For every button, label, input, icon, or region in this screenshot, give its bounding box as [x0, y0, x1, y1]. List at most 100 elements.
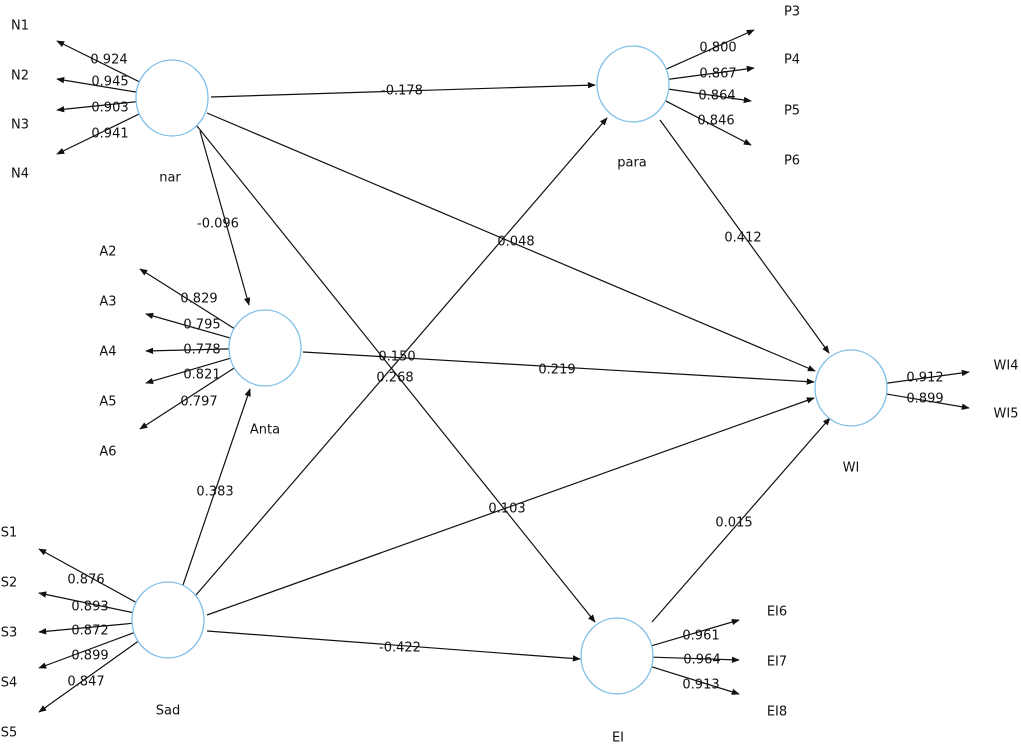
indicator-label-ei8: EI8 [767, 705, 787, 720]
loading-value-a5: 0.821 [183, 368, 220, 383]
loading-value-p5: 0.864 [698, 89, 735, 104]
loading-arrow-a6 [139, 367, 236, 430]
path-arrow-sad-to-wi [206, 397, 815, 616]
indicator-label-p3: P3 [784, 5, 800, 20]
loading-value-wi5: 0.899 [906, 392, 943, 407]
path-arrow-anta-to-wi [302, 351, 815, 385]
path-coefficient-ei-to-wi: 0.015 [715, 516, 752, 531]
loading-value-ei8: 0.913 [682, 678, 719, 693]
path-arrow-sad-to-ei [206, 630, 581, 662]
loading-arrow-s3 [38, 622, 133, 635]
latent-label-anta: Anta [250, 423, 280, 438]
loading-arrow-p5 [668, 88, 752, 104]
loading-value-n4: 0.941 [91, 127, 128, 142]
loading-arrow-n3 [56, 101, 137, 113]
path-arrow-ei-to-wi [651, 417, 831, 623]
latent-circle-ei [580, 617, 654, 695]
path-coefficient-nar-to-wi: 0.048 [497, 235, 534, 250]
path-arrow-sad-to-para [195, 117, 608, 596]
loading-arrow-wi4 [886, 369, 970, 384]
indicator-label-n4: N4 [11, 167, 29, 182]
loading-arrow-ei8 [651, 666, 740, 695]
path-coefficient-sad-to-para: 0.150 [378, 350, 415, 365]
loading-value-a2: 0.829 [180, 292, 217, 307]
loading-arrow-p6 [664, 99, 752, 146]
loading-arrow-s4 [38, 631, 135, 669]
path-coefficient-nar-to-para: -0.178 [381, 84, 423, 99]
loading-value-s5: 0.847 [67, 675, 104, 690]
indicator-label-s4: S4 [1, 676, 18, 691]
latent-circle-wi [814, 349, 888, 427]
indicator-label-n2: N2 [11, 69, 29, 84]
path-arrow-nar-to-ei [196, 125, 596, 623]
loading-value-s3: 0.872 [71, 624, 108, 639]
indicator-label-n3: N3 [11, 118, 29, 133]
loading-value-p3: 0.800 [699, 41, 736, 56]
loading-value-a6: 0.797 [180, 395, 217, 410]
loading-arrow-a4 [145, 347, 230, 355]
loading-value-n3: 0.903 [91, 101, 128, 116]
loading-value-p4: 0.867 [699, 67, 736, 82]
loading-value-n1: 0.924 [90, 53, 127, 68]
indicator-label-s5: S5 [1, 726, 18, 741]
path-coefficient-sad-to-wi: 0.103 [488, 502, 525, 517]
loading-arrow-s1 [38, 548, 137, 604]
latent-circle-nar [135, 59, 209, 137]
latent-circle-anta [228, 309, 302, 387]
path-arrow-nar-to-para [210, 82, 596, 98]
indicator-label-ei6: EI6 [767, 605, 787, 620]
latent-label-sad: Sad [156, 704, 180, 719]
path-arrow-para-to-wi [659, 119, 830, 354]
path-coefficient-para-to-wi: 0.412 [724, 231, 761, 246]
loading-value-wi4: 0.912 [906, 371, 943, 386]
indicator-label-a2: A2 [99, 245, 116, 260]
path-arrow-nar-to-anta [199, 130, 251, 306]
loading-value-ei6: 0.961 [682, 629, 719, 644]
loading-value-ei7: 0.964 [683, 653, 720, 668]
indicator-label-p6: P6 [784, 154, 800, 169]
loading-value-a4: 0.778 [183, 343, 220, 358]
indicator-label-a5: A5 [99, 395, 116, 410]
loading-arrow-n2 [56, 77, 137, 93]
indicator-label-a3: A3 [99, 295, 116, 310]
indicator-label-n1: N1 [11, 19, 29, 34]
indicator-label-s2: S2 [1, 576, 18, 591]
path-coefficient-nar-to-ei: 0.268 [376, 371, 413, 386]
loading-value-n2: 0.945 [91, 75, 128, 90]
loading-arrow-a2 [139, 268, 235, 330]
latent-label-wi: WI [843, 461, 860, 476]
latent-label-ei: EI [612, 731, 624, 745]
latent-label-nar: nar [159, 171, 181, 186]
path-arrow-sad-to-anta [182, 388, 251, 586]
loading-value-s1: 0.876 [67, 573, 104, 588]
loading-arrow-ei6 [651, 618, 740, 647]
indicator-label-p5: P5 [784, 104, 800, 119]
indicator-label-ei7: EI7 [767, 655, 787, 670]
loading-value-s4: 0.899 [71, 649, 108, 664]
loading-arrow-p4 [668, 65, 755, 80]
loading-arrow-s2 [38, 591, 133, 614]
path-arrow-nar-to-wi [206, 112, 816, 372]
path-coefficient-sad-to-anta: 0.383 [196, 485, 233, 500]
loading-arrow-ei7 [652, 656, 740, 663]
loading-arrow-n1 [56, 40, 141, 83]
structural-paths: -0.178 -0.096 0.048 0.268 0.219 0.412 0.383 0.1… [182, 82, 831, 662]
indicator-label-wi4: WI4 [994, 359, 1019, 374]
path-coefficient-nar-to-anta: -0.096 [197, 217, 239, 232]
loading-arrow-a5 [145, 357, 231, 385]
indicator-label-s3: S3 [1, 626, 18, 641]
indicator-label-s1: S1 [1, 526, 18, 541]
loading-arrow-s5 [38, 640, 140, 713]
path-coefficient-anta-to-wi: 0.219 [538, 363, 575, 378]
indicator-label-p4: P4 [784, 53, 800, 68]
loading-value-s2: 0.893 [71, 600, 108, 615]
loading-value-p6: 0.846 [697, 114, 734, 129]
indicator-label-a6: A6 [99, 445, 116, 460]
loading-arrow-n4 [56, 113, 140, 155]
latent-circle-para [596, 45, 670, 123]
path-coefficient-sad-to-ei: -0.422 [379, 641, 421, 656]
indicator-label-a4: A4 [99, 345, 116, 360]
loading-arrow-p3 [665, 29, 755, 70]
